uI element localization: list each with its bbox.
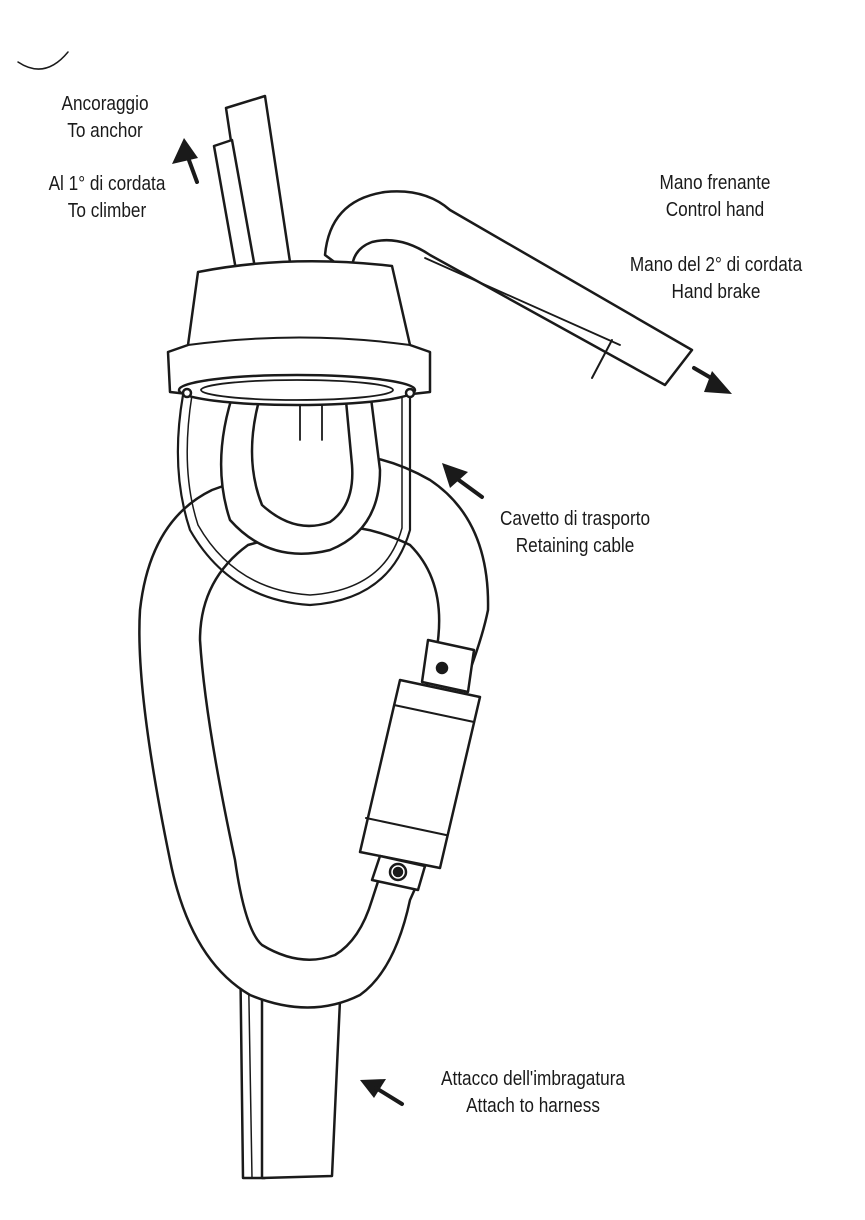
label-brake-en: Hand brake (671, 281, 761, 303)
label-climber: Al 1° di cordata To climber (34, 171, 180, 225)
arrow-cable (442, 463, 484, 499)
label-cable-en: Retaining cable (515, 535, 635, 557)
arrow-harness (360, 1079, 404, 1106)
label-anchor: Ancoraggio To anchor (49, 91, 161, 145)
label-control-it: Mano frenante (659, 172, 771, 194)
label-cable-it: Cavetto di trasporto (499, 508, 651, 530)
label-retaining-cable: Cavetto di trasporto Retaining cable (485, 506, 666, 560)
label-harness-it: Attacco dell'imbragatura (441, 1068, 625, 1090)
retaining-cable (176, 393, 412, 607)
belay-device (166, 259, 432, 407)
label-anchor-en: To anchor (67, 120, 143, 142)
label-anchor-it: Ancoraggio (61, 93, 149, 115)
arrow-down-right-brake (692, 366, 732, 394)
label-hand-brake: Mano del 2° di cordata Hand brake (613, 252, 819, 306)
label-climber-it: Al 1° di cordata (48, 173, 166, 195)
label-climber-en: To climber (67, 200, 147, 222)
corner-mark (17, 51, 69, 70)
ropes-up (212, 94, 292, 272)
label-control-en: Control hand (665, 199, 765, 221)
arrows (172, 138, 732, 1106)
label-brake-it: Mano del 2° di cordata (629, 254, 803, 276)
rope-bights (219, 386, 382, 555)
label-control-hand: Mano frenante Control hand (642, 170, 788, 224)
brake-rope (323, 190, 694, 387)
label-harness: Attacco dell'imbragatura Attach to harne… (434, 1066, 632, 1120)
carabiner-screw-gate (358, 638, 482, 892)
label-harness-en: Attach to harness (466, 1095, 600, 1117)
arrow-up-anchor (172, 138, 199, 184)
